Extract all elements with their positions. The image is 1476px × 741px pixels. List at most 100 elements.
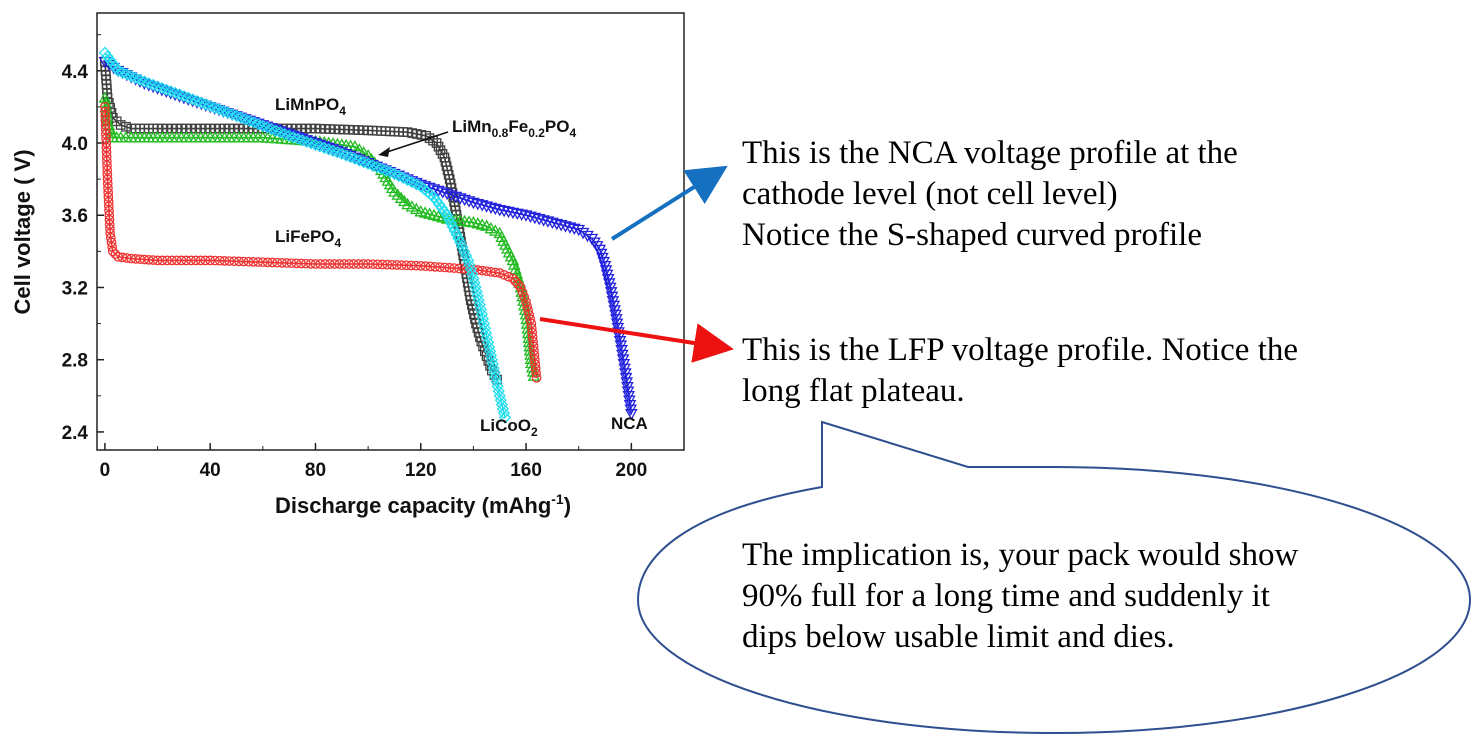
data-point [559,221,572,233]
data-point [531,372,542,383]
data-point [446,220,459,233]
data-point [324,259,335,269]
data-point [296,258,306,269]
data-point [450,228,463,241]
data-point [382,259,393,270]
data-point [530,359,541,370]
data-point [200,255,211,266]
x-tick-label: 0 [100,460,111,481]
label-limnfepo4: LiMn0.8Fe0.2PO4 [452,117,576,140]
data-point [243,256,254,267]
data-point [581,230,594,243]
series-label-part: LiMnPO [275,95,339,114]
data-point [473,298,486,311]
data-point [339,259,350,269]
data-point [499,269,509,280]
data-point [476,312,490,326]
series-label-part: 4 [339,104,346,118]
data-point [167,255,177,266]
data-point [138,75,151,88]
data-point [205,255,216,266]
data-point [519,292,530,302]
data-point [488,366,501,379]
data-point [106,237,117,248]
data-point [160,83,173,96]
data-point [530,363,541,374]
data-point [508,273,518,284]
data-point [554,220,568,232]
data-point [430,261,440,272]
data-point [300,135,313,148]
data-point [510,276,521,287]
data-point [477,317,491,330]
data-point [107,246,118,257]
data-point [358,259,369,269]
data-point [142,77,155,90]
data-point [155,81,169,95]
data-point [529,354,540,365]
data-point [287,131,300,144]
data-point [506,207,520,220]
data-point [262,257,273,268]
data-point [493,204,507,217]
data-point [190,255,201,266]
lfp-note: This is the LFP voltage profile. Notice … [742,330,1442,412]
data-point [527,327,538,338]
data-point [462,254,475,267]
data-point [310,259,321,269]
series-line [104,61,498,380]
series-LiCoO2 [98,46,512,424]
data-point [423,182,436,195]
data-point [440,209,454,222]
data-point [532,214,546,226]
data-point [433,198,446,211]
data-point [176,255,187,266]
data-point [528,212,542,225]
data-point [524,211,537,223]
series-label-part: LiCoO [480,416,531,435]
x-tick-label: 120 [405,460,437,481]
data-point [515,282,526,293]
series-label-part: 0.8 [492,126,509,140]
data-point [291,132,305,145]
x-tick-label: 80 [305,460,326,481]
data-point [522,301,532,312]
data-point [267,257,278,268]
data-point [214,255,225,266]
data-point [475,308,488,321]
data-point [472,294,485,307]
data-point [510,208,524,220]
data-point [432,185,445,198]
data-point [334,259,345,269]
label-lifepo4: LiFePO4 [275,227,342,250]
data-point [490,375,503,388]
data-point [415,260,426,271]
data-point [497,205,511,218]
data-point [526,318,537,329]
data-point [439,262,450,273]
data-point [458,245,471,258]
data-point [320,259,330,269]
data-point [436,187,450,199]
series-label-part: 4 [569,126,576,140]
data-point [420,261,431,271]
data-point [576,227,590,240]
data-point [475,200,489,212]
data-point [509,262,522,275]
y-tick-label: 3.6 [62,206,88,227]
y-tick-label: 2.4 [62,423,89,444]
data-point [309,138,322,151]
data-point [479,326,493,340]
data-point [411,260,421,271]
data-point [248,257,259,267]
x-tick-label: 160 [510,460,542,481]
data-point [313,140,326,153]
data-point [238,256,249,267]
data-point [528,336,538,347]
data-point [387,259,397,270]
data-point [494,268,505,278]
data-point [301,258,311,269]
data-point [523,305,534,316]
data-point [507,258,521,270]
data-point [453,193,467,205]
